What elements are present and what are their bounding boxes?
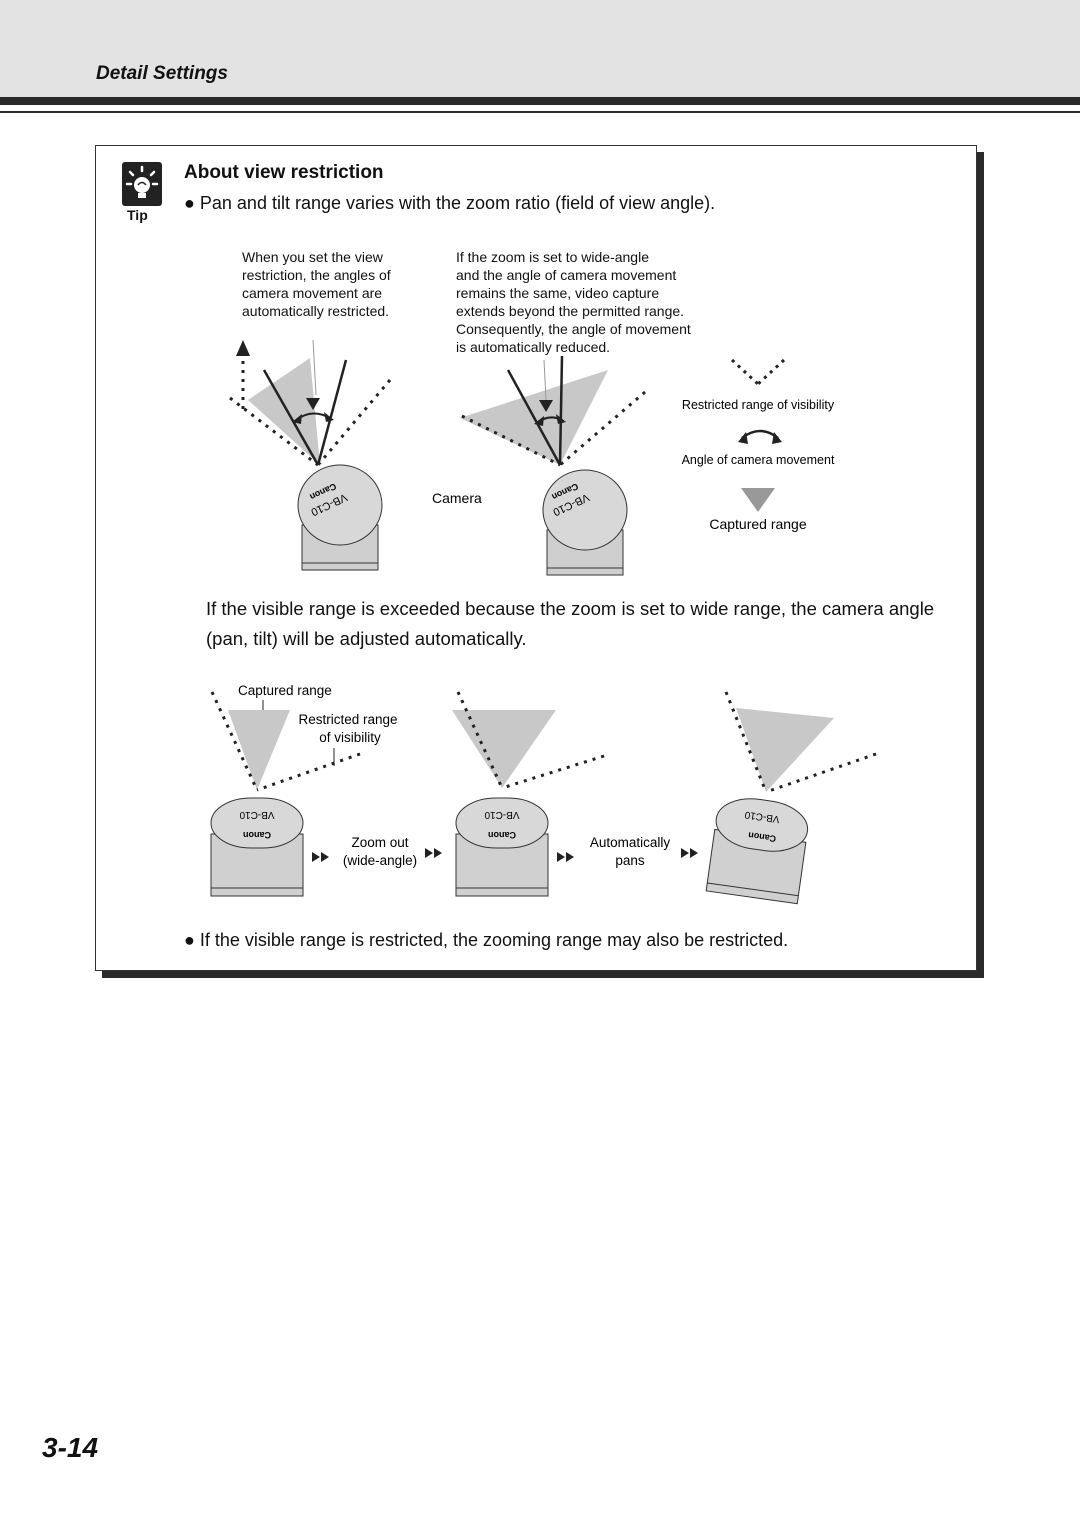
step2-label: Automatically	[590, 835, 671, 850]
caption-line: extends beyond the permitted range.	[456, 303, 685, 319]
restricted-range-label: of visibility	[319, 730, 381, 745]
figure2-diagram: Captured range Restricted range of visib…	[210, 683, 877, 905]
camera-step-1: VB-C10 Canon	[210, 691, 361, 897]
legend-angle-label: Angle of camera movement	[682, 453, 835, 467]
bullet-item: ● Pan and tilt range varies with the zoo…	[184, 193, 715, 214]
section-title: Detail Settings	[96, 63, 228, 84]
bullet-icon: ●	[184, 930, 195, 950]
caption-line: remains the same, video capture	[456, 285, 660, 301]
caption-right: If the zoom is set to wide-angle and the…	[456, 248, 691, 356]
fast-forward-icon	[557, 848, 698, 862]
figure1-diagram: VB-C10 Canon VB-C10 Canon Camera Restric…	[229, 339, 835, 576]
step2-label: pans	[615, 853, 645, 868]
camera-brand-label: Canon	[243, 830, 271, 840]
legend-restricted-icon	[730, 358, 760, 386]
fast-forward-icon	[312, 848, 442, 862]
tip-heading: About view restriction	[184, 162, 384, 183]
header-rule	[0, 97, 1080, 105]
caption-line: Consequently, the angle of movement	[456, 321, 691, 337]
step1-label: Zoom out	[351, 835, 408, 850]
caption-line: automatically restricted.	[242, 303, 390, 319]
camera-step-3: VB-C10 Canon	[705, 691, 877, 905]
tip-label: Tip	[127, 207, 148, 223]
caption-line: If the zoom is set to wide-angle	[456, 249, 649, 265]
camera-brand-label: Canon	[488, 830, 516, 840]
camera-label: Camera	[432, 490, 482, 506]
camera-model-label: VB-C10	[239, 809, 274, 820]
camera-illustration-2: VB-C10 Canon	[460, 355, 646, 576]
legend-captured-label: Captured range	[709, 516, 807, 532]
caption-left: When you set the view restriction, the a…	[242, 248, 391, 320]
camera-model-label: VB-C10	[744, 809, 781, 825]
legend-captured-icon	[741, 488, 775, 512]
page-number: 3-14	[42, 1432, 99, 1463]
lightbulb-icon	[122, 162, 162, 206]
camera-illustration-1: VB-C10 Canon	[229, 339, 392, 571]
caption-line: is automatically reduced.	[456, 339, 611, 355]
camera-model-label: VB-C10	[484, 809, 519, 820]
caption-line: and the angle of camera movement	[456, 267, 677, 283]
legend-angle-icon	[741, 429, 779, 440]
step1-label: (wide-angle)	[343, 853, 417, 868]
legend: Restricted range of visibility Angle of …	[682, 358, 835, 532]
bullet-text: If the visible range is restricted, the …	[199, 930, 789, 950]
bullet-icon: ●	[184, 193, 195, 213]
captured-range-label: Captured range	[238, 683, 332, 698]
caption-line: restriction, the angles of	[242, 267, 391, 283]
header-rule-thin	[0, 111, 1080, 113]
caption-line: camera movement are	[242, 285, 383, 301]
bullet-text: Pan and tilt range varies with the zoom …	[199, 193, 716, 213]
camera-brand-label: Canon	[748, 830, 777, 844]
header-band	[0, 0, 1080, 97]
caption-line: When you set the view	[242, 249, 383, 265]
restricted-range-label: Restricted range	[298, 712, 397, 727]
camera-step-2: VB-C10 Canon	[452, 691, 605, 897]
bullet-item: ● If the visible range is restricted, th…	[184, 930, 788, 951]
paragraph: If the visible range is exceeded because…	[206, 598, 935, 649]
legend-restricted-label: Restricted range of visibility	[682, 398, 835, 412]
